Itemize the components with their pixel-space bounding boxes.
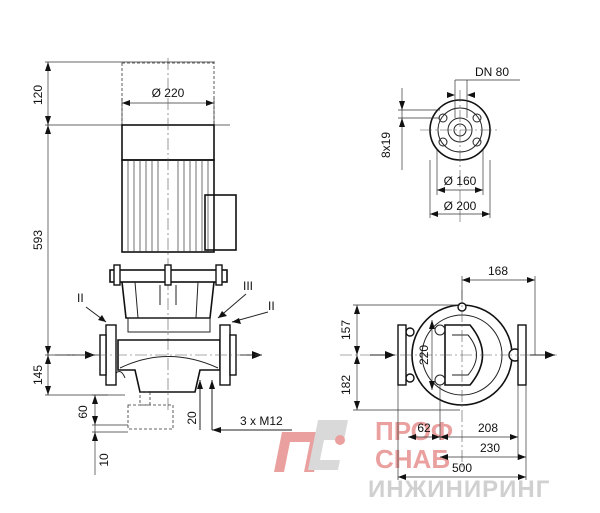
dim-230-text: 230 <box>480 441 500 455</box>
watermark-line2: СНАБ <box>375 444 450 474</box>
callout-left-text: II <box>77 291 84 305</box>
callout-right-a-text: III <box>243 279 253 293</box>
dim-upper-text: 157 <box>339 320 353 340</box>
bolt-spec-text: 3 x M12 <box>240 414 283 428</box>
dim-inner-text: 220 <box>417 345 431 365</box>
dim-top-text: 120 <box>31 85 45 105</box>
nominal-size-text: DN 80 <box>475 65 509 79</box>
callout-right-b-text: II <box>268 299 275 313</box>
dim-height-text: 593 <box>31 230 45 250</box>
dim-offset-text: 168 <box>488 264 508 278</box>
watermark-line3: ИНЖИНИРИНГ <box>368 476 550 503</box>
dim-pipe-axis-text: 145 <box>31 365 45 385</box>
watermark-line1: ПРОФ <box>375 416 453 446</box>
dim-base-text: 10 <box>97 453 111 467</box>
flange-view: DN 80 8x19 Ø 160 Ø 200 <box>379 65 520 225</box>
dim-foot-text: 60 <box>76 405 90 419</box>
dim-lower-text: 182 <box>339 375 353 395</box>
holes-text: 8x19 <box>379 132 393 158</box>
outer-diameter-text: Ø 200 <box>444 199 477 213</box>
dim-62-text: 62 <box>417 421 431 435</box>
bolt-circle-text: Ø 160 <box>444 174 477 188</box>
dim-500-text: 500 <box>452 461 472 475</box>
watermark: ПРОФ СНАБ ИНЖИНИРИНГ <box>274 416 550 503</box>
dim-flange-gap-text: 20 <box>185 411 199 425</box>
watermark-logo-icon <box>274 420 348 472</box>
front-view: 120 593 145 Ø 220 <box>31 58 292 475</box>
dim-208-text: 208 <box>478 421 498 435</box>
plan-view: 168 157 182 220 62 208 230 500 <box>339 264 560 480</box>
